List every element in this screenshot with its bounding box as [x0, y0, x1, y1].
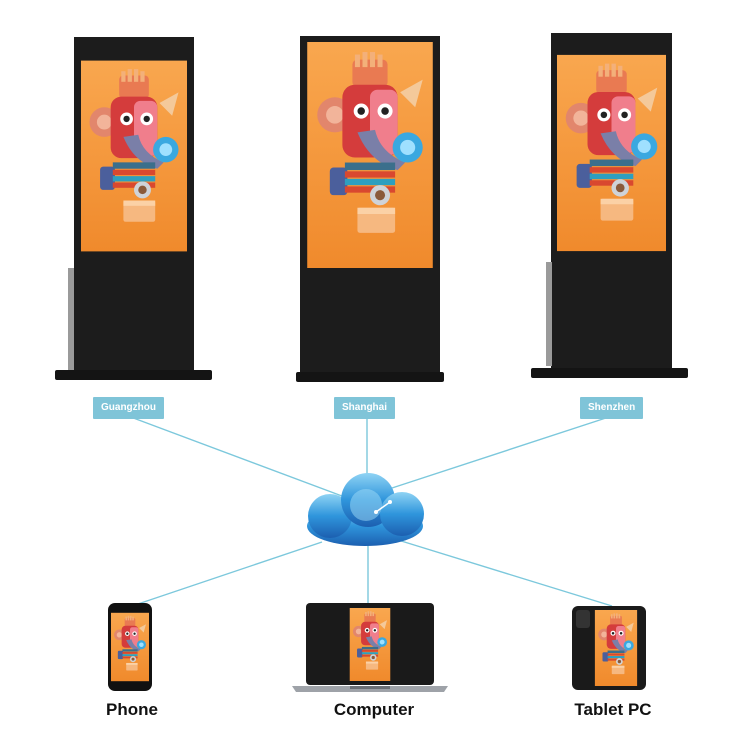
link-guangzhou — [127, 415, 359, 503]
connection-lines — [127, 415, 613, 607]
kiosk-display-shanghai — [296, 36, 444, 382]
laptop-icon — [292, 603, 448, 692]
kiosk-display-guangzhou — [55, 37, 212, 380]
link-phone — [131, 541, 323, 607]
location-tag-shanghai: Shanghai — [334, 397, 396, 419]
cloud-icon — [307, 473, 424, 546]
location-tag-shenzhen: Shenzhen — [580, 397, 644, 419]
link-shenzhen — [391, 415, 613, 489]
device-label-computer: Computer — [333, 700, 415, 719]
tablet-icon — [572, 606, 646, 690]
device-label-tablet: Tablet PC — [574, 700, 652, 719]
link-tablet — [397, 539, 613, 607]
kiosk-display-shenzhen — [531, 33, 688, 378]
device-label-phone: Phone — [106, 700, 158, 719]
location-tag-guangzhou: Guangzhou — [93, 397, 164, 419]
phone-icon — [108, 603, 152, 691]
